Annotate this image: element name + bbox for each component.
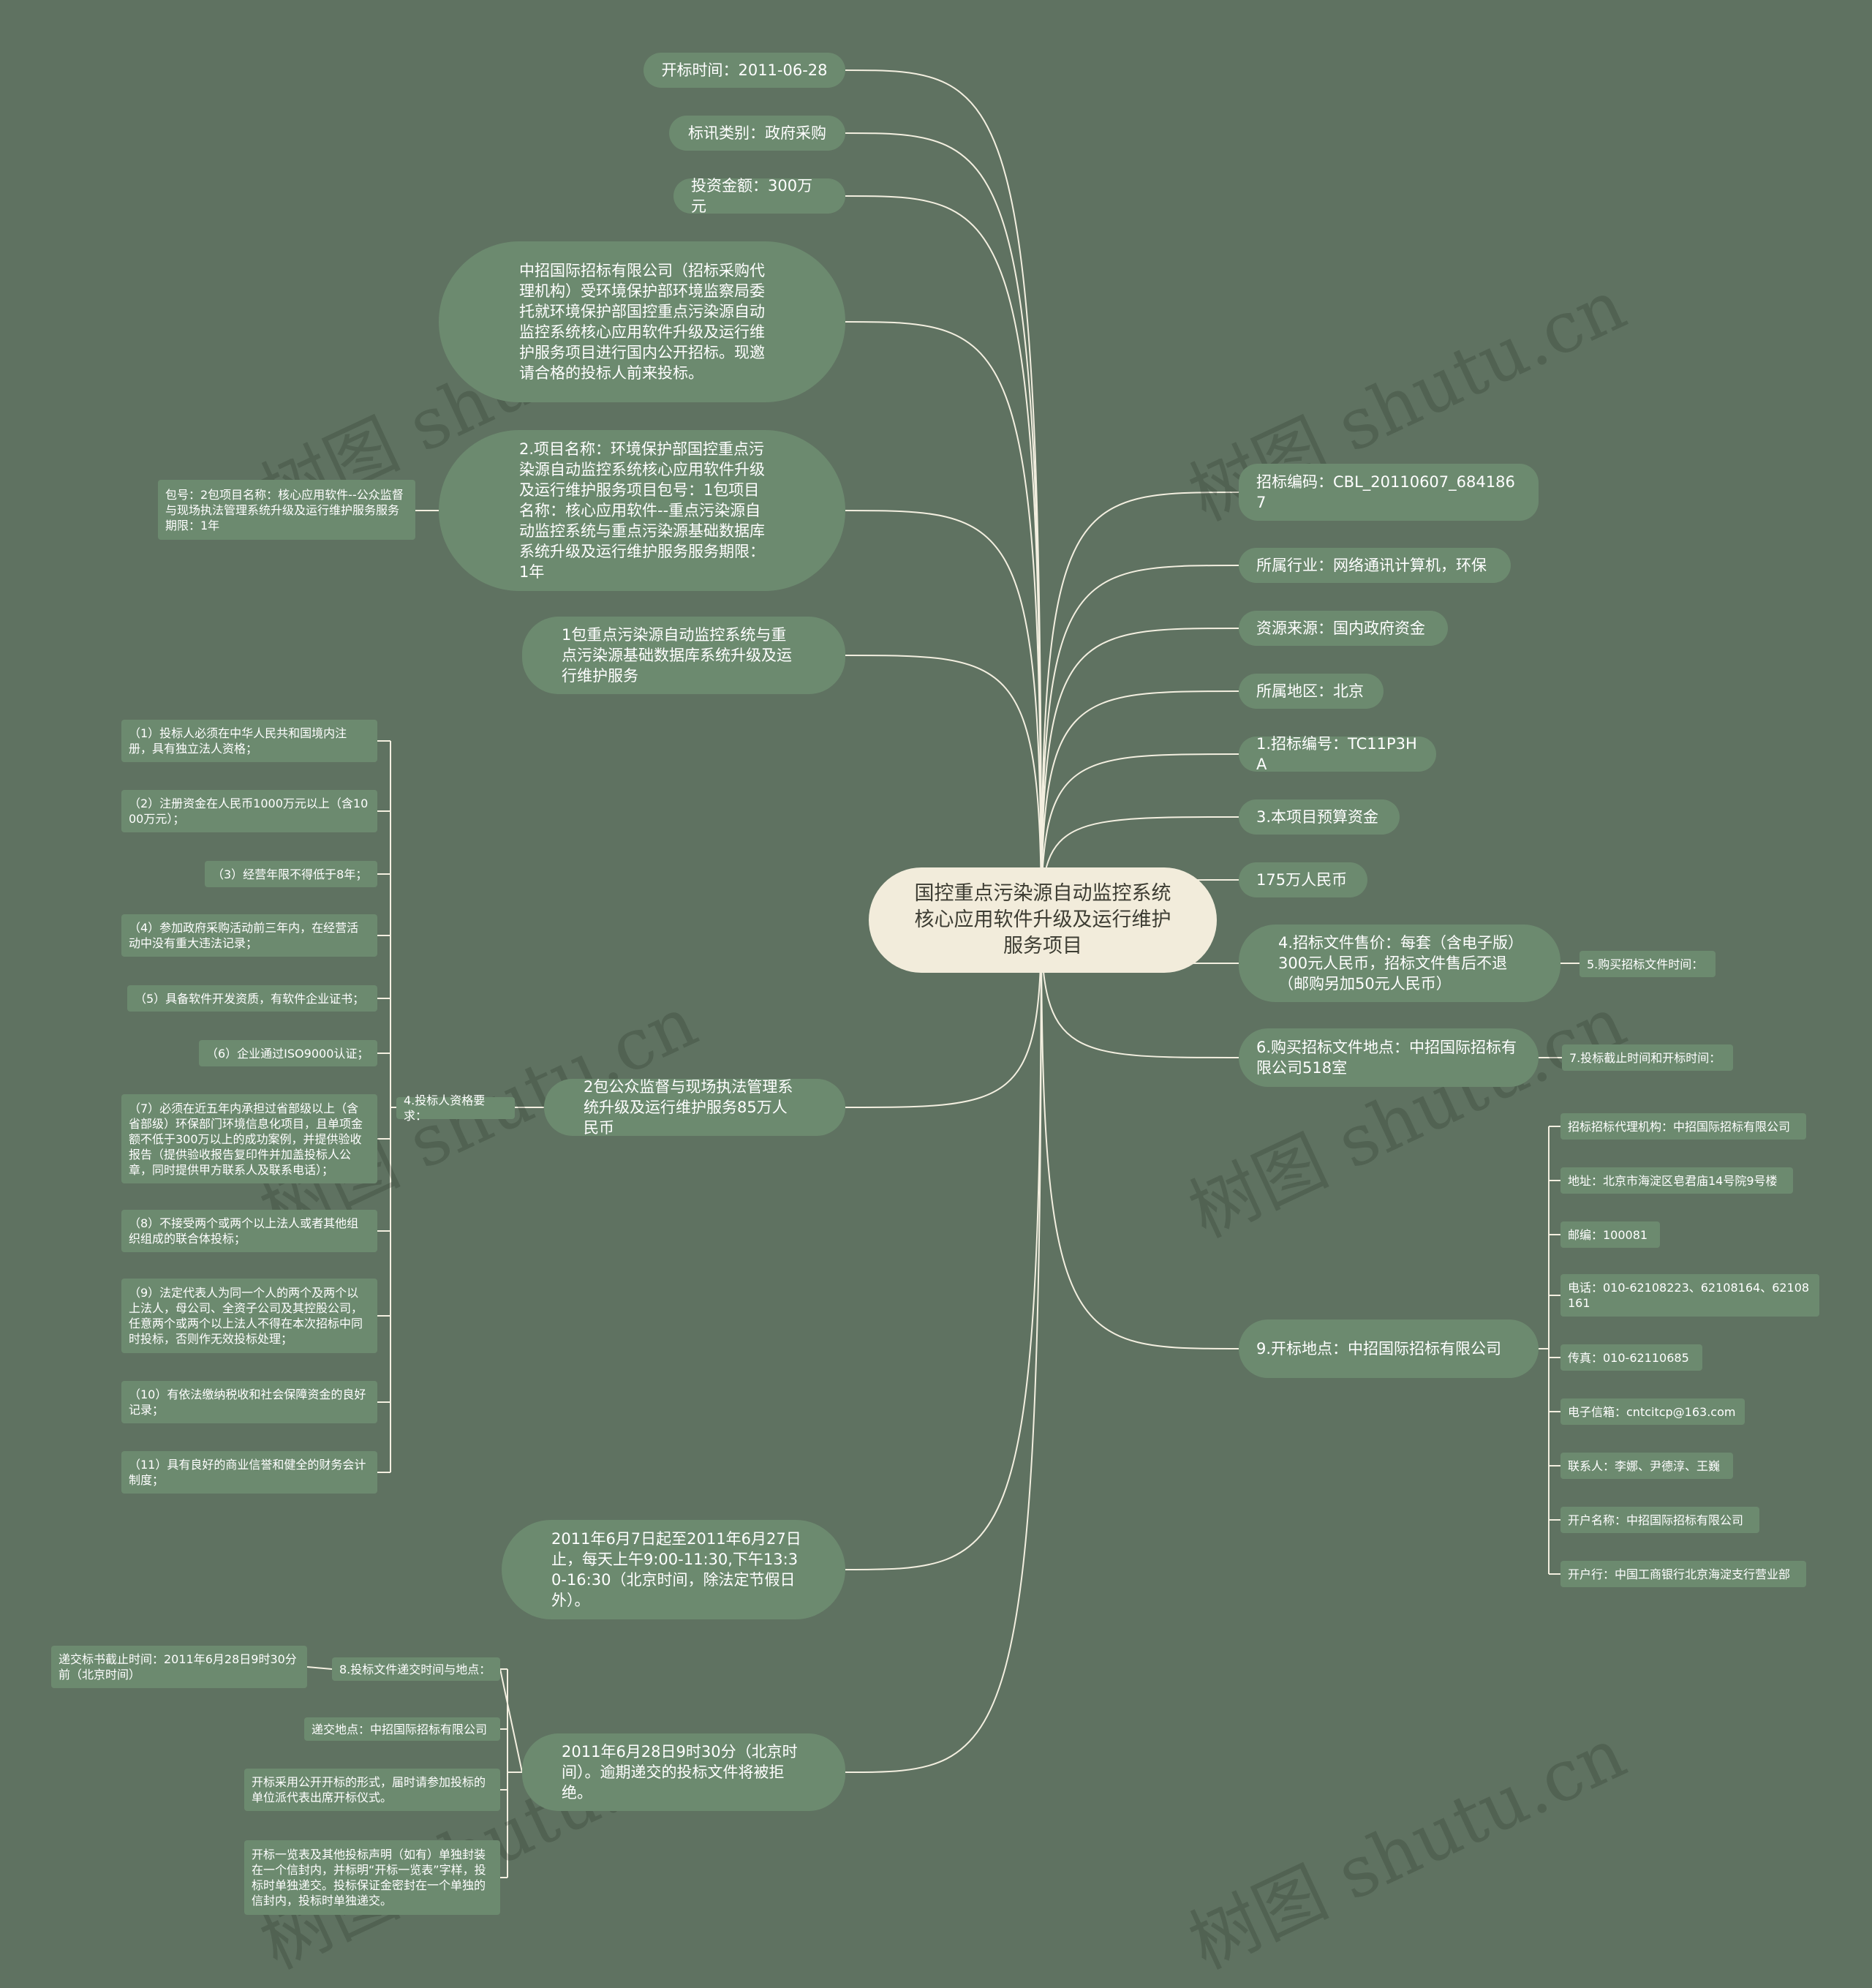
agency-item[interactable]: 联系人：李娜、尹德淳、王巍	[1560, 1453, 1733, 1479]
root-topic[interactable]: 国控重点污染源自动监控系统核心应用软件升级及运行维护服务项目	[869, 867, 1217, 973]
node-package1-budget[interactable]: 1包重点污染源自动监控系统与重点污染源基础数据库系统升级及运行维护服务	[522, 617, 845, 694]
connector-line	[499, 1668, 523, 1773]
connector-line	[845, 919, 1042, 1570]
node-budget-amount[interactable]: 175万人民币	[1239, 862, 1367, 897]
node-envelope[interactable]: 开标一览表及其他投标声明（如有）单独封装在一个信封内，并标明“开标一览表”字样，…	[244, 1840, 500, 1915]
node-industry[interactable]: 所属行业：网络通讯计算机，环保	[1239, 548, 1511, 583]
node-fund-source[interactable]: 资源来源：国内政府资金	[1239, 611, 1448, 646]
agency-item[interactable]: 地址：北京市海淀区皂君庙14号院9号楼	[1560, 1167, 1793, 1194]
node-submit-deadline[interactable]: 递交标书截止时间：2011年6月28日9时30分前（北京时间）	[51, 1646, 307, 1688]
connector-line	[1041, 565, 1239, 921]
node-intro[interactable]: 中招国际招标有限公司（招标采购代理机构）受环境保护部环境监察局委托就环境保护部国…	[439, 241, 845, 402]
connector-line	[845, 195, 1042, 921]
connector-line	[845, 510, 1042, 921]
qualification-item[interactable]: （2）注册资金在人民币1000万元以上（含1000万元）；	[121, 790, 377, 832]
connector-line	[1041, 628, 1239, 921]
node-package2[interactable]: 包号：2包项目名称：核心应用软件--公众监督与现场执法管理系统升级及运行维护服务…	[158, 480, 415, 540]
qualification-item[interactable]: （11）具有良好的商业信誉和健全的财务会计制度；	[121, 1451, 377, 1494]
agency-item[interactable]: 电子信箱：cntcitcp@163.com	[1560, 1398, 1745, 1425]
node-tender-no[interactable]: 1.招标编号：TC11P3HA	[1239, 735, 1436, 773]
connector-line	[1539, 1126, 1550, 1574]
connector-line	[390, 741, 396, 1472]
node-open-form[interactable]: 开标采用公开开标的形式，届时请参加投标的单位派代表出席开标仪式。	[244, 1769, 500, 1811]
connector-line	[306, 1666, 333, 1670]
agency-item[interactable]: 传真：010-62110685	[1560, 1344, 1702, 1371]
agency-item[interactable]: 开户名称：中招国际招标有限公司	[1560, 1507, 1759, 1533]
connector-line	[845, 919, 1042, 1108]
node-qualification-label[interactable]: 4.投标人资格要求：	[396, 1093, 515, 1123]
qualification-item[interactable]: （4）参加政府采购活动前三年内，在经营活动中没有重大违法记录；	[121, 914, 377, 957]
node-buy-place[interactable]: 6.购买招标文件地点：中招国际招标有限公司518室	[1239, 1028, 1539, 1087]
node-submit-place[interactable]: 递交地点：中招国际招标有限公司	[304, 1717, 500, 1741]
node-close-time[interactable]: 7.投标截止时间和开标时间：	[1562, 1044, 1733, 1071]
qualification-item[interactable]: （6）企业通过ISO9000认证；	[199, 1040, 377, 1066]
node-open-date[interactable]: 开标时间：2011-06-28	[644, 53, 845, 88]
node-region[interactable]: 所属地区：北京	[1239, 674, 1384, 709]
agency-item[interactable]: 邮编：100081	[1560, 1221, 1660, 1248]
connector-line	[845, 655, 1042, 921]
qualification-item[interactable]: （5）具备软件开发资质，有软件企业证书；	[127, 985, 377, 1012]
node-code[interactable]: 招标编码：CBL_20110607_6841867	[1239, 464, 1539, 521]
qualification-item[interactable]: （8）不接受两个或两个以上法人或者其他组织组成的联合体投标；	[121, 1210, 377, 1252]
node-buy-time[interactable]: 5.购买招标文件时间：	[1580, 951, 1716, 977]
node-submit-label[interactable]: 8.投标文件递交时间与地点：	[332, 1657, 500, 1681]
connector-line	[845, 321, 1042, 921]
qualification-item[interactable]: （10）有依法缴纳税收和社会保障资金的良好记录；	[121, 1381, 377, 1423]
agency-item[interactable]: 招标招标代理机构：中招国际招标有限公司	[1560, 1113, 1806, 1140]
connector-line	[1041, 753, 1239, 921]
qualification-item[interactable]: （7）必须在近五年内承担过省部级以上（含省部级）环保部门环境信息化项目，且单项金…	[121, 1094, 377, 1183]
qualification-item[interactable]: （3）经营年限不得低于8年；	[205, 861, 377, 887]
connector-line	[507, 1669, 522, 1878]
agency-item[interactable]: 开户行：中国工商银行北京海淀支行营业部	[1560, 1561, 1806, 1587]
connector-line	[1041, 492, 1239, 921]
node-category[interactable]: 标讯类别：政府采购	[669, 116, 845, 151]
agency-item[interactable]: 电话：010-62108223、62108164、62108161	[1560, 1274, 1819, 1317]
connector-line	[1041, 919, 1239, 1349]
node-sale-period[interactable]: 2011年6月7日起至2011年6月27日止，每天上午9:00-11:30,下午…	[502, 1520, 845, 1619]
node-project-name[interactable]: 2.项目名称：环境保护部国控重点污染源自动监控系统核心应用软件升级及运行维护服务…	[439, 430, 845, 591]
connector-line	[845, 132, 1042, 921]
connector-line	[845, 69, 1042, 921]
connector-line	[1041, 690, 1239, 921]
node-investment[interactable]: 投资金额：300万元	[673, 177, 845, 215]
node-package2-budget[interactable]: 2包公众监督与现场执法管理系统升级及运行维护服务85万人民币	[544, 1078, 845, 1137]
node-open-place[interactable]: 9.开标地点：中招国际招标有限公司	[1239, 1319, 1539, 1378]
connector-line	[845, 919, 1042, 1773]
node-deadline[interactable]: 2011年6月28日9时30分（北京时间）。逾期递交的投标文件将被拒绝。	[522, 1733, 845, 1811]
qualification-item[interactable]: （1）投标人必须在中华人民共和国境内注册，具有独立法人资格；	[121, 720, 377, 762]
qualification-item[interactable]: （9）法定代表人为同一个人的两个及两个以上法人，母公司、全资子公司及其控股公司，…	[121, 1279, 377, 1353]
node-budget[interactable]: 3.本项目预算资金	[1239, 799, 1400, 835]
node-doc-price[interactable]: 4.招标文件售价：每套（含电子版）300元人民币，招标文件售后不退（邮购另加50…	[1239, 925, 1560, 1002]
